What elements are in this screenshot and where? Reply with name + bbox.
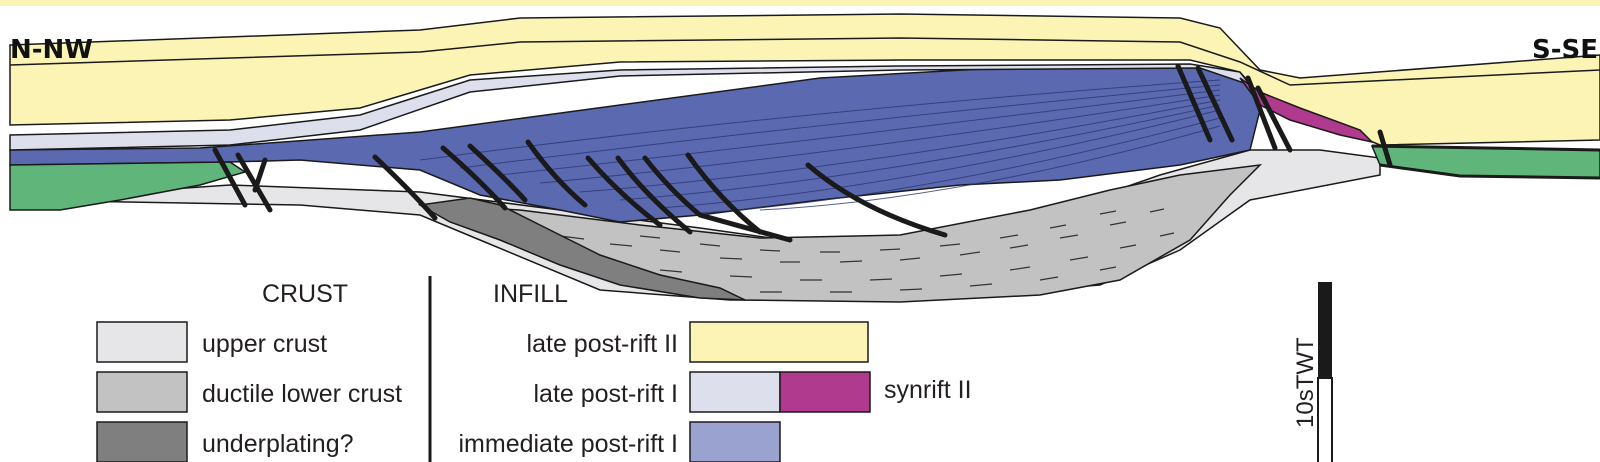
scale-bar-label: 10sTWT [1292, 337, 1319, 428]
top-band [0, 0, 1600, 6]
faults [212, 63, 1393, 243]
direction-label-left: N-NW [10, 35, 93, 65]
legend-label-immediate-post-rift-i: immediate post-rift I [458, 430, 678, 458]
legend-swatch-late-post-rift-i [689, 371, 781, 413]
green-unit-left [9, 161, 247, 211]
legend-swatch-late-post-rift-ii [689, 321, 869, 363]
scale-bar-black [1318, 282, 1332, 378]
legend-infill-heading: INFILL [493, 280, 568, 308]
legend-label-underplating: underplating? [202, 430, 354, 458]
immediate-post-rift-fan [9, 65, 1261, 223]
direction-label-right: S-SE [1532, 35, 1598, 65]
legend-crust: CRUST upper crust ductile lower crust un… [96, 280, 402, 462]
legend-swatch-upper-crust [96, 321, 188, 363]
legend-label-late-post-rift-ii: late post-rift II [527, 330, 678, 358]
legend-label-synrift-ii: synrift II [884, 376, 972, 404]
lower-crust-fabric [469, 208, 1175, 293]
scale-bar-white [1317, 377, 1333, 462]
legend-crust-heading: CRUST [262, 280, 348, 308]
scale-bar: 10sTWT [1292, 282, 1333, 462]
legend-swatch-lower-crust [96, 371, 188, 413]
legend-label-upper-crust: upper crust [202, 330, 327, 358]
legend-swatch-immediate-post-rift-i [689, 421, 781, 462]
cross-section [0, 0, 1600, 303]
right-base-line [1371, 144, 1600, 180]
legend-label-late-post-rift-i: late post-rift I [534, 380, 679, 408]
legend-swatch-synrift-ii [779, 371, 871, 413]
legend-swatch-underplating [96, 421, 188, 462]
legend-infill: INFILL late post-rift II late post-rift … [458, 280, 972, 462]
yellow-internal-line [9, 37, 1600, 86]
legend-label-lower-crust: ductile lower crust [202, 380, 402, 408]
